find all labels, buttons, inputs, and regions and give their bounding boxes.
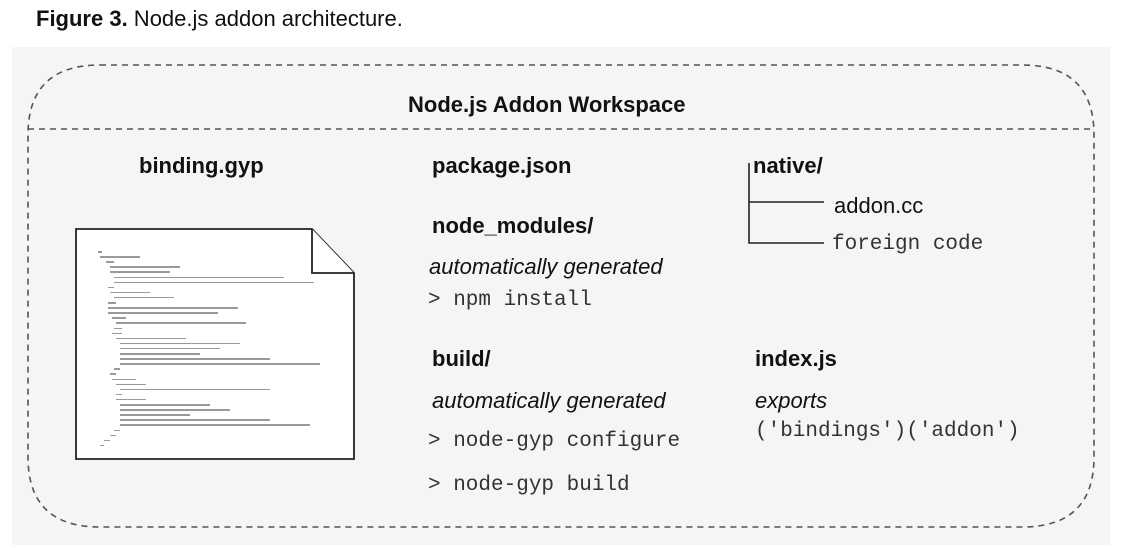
file-content-line (120, 353, 200, 355)
file-content-line (116, 398, 146, 401)
file-content-line (114, 276, 284, 278)
file-content-line (116, 393, 122, 396)
file-content-line (114, 368, 120, 370)
file-content-line (98, 251, 102, 253)
file-content-line (108, 307, 238, 309)
file-content-line (108, 312, 218, 314)
file-content-line (120, 424, 310, 426)
npm-install-command: > npm install (428, 289, 592, 312)
file-content-line (120, 404, 210, 406)
file-content-line (110, 291, 150, 294)
file-content-line (100, 256, 140, 258)
file-content-line (116, 337, 186, 340)
addon-cc-label: addon.cc (834, 193, 924, 218)
file-content-line (106, 261, 114, 263)
file-content-line (110, 434, 116, 437)
file-content-line (110, 271, 170, 273)
native-title: native/ (753, 153, 823, 178)
file-content-line (114, 429, 120, 431)
file-content-line (120, 363, 320, 365)
figure-label: Figure 3. (36, 6, 128, 31)
file-content-line (100, 444, 104, 447)
file-content-line (112, 378, 136, 380)
file-content-line (112, 317, 126, 319)
foreign-code-label: foreign code (832, 233, 984, 256)
file-content-line (110, 373, 116, 375)
file-content-line (120, 414, 190, 416)
package-json-title: package.json (432, 153, 572, 178)
node-gyp-build-command: > node-gyp build (428, 474, 630, 497)
diagram-panel: Node.js Addon Workspace binding.gyp pack… (12, 47, 1110, 545)
file-content-line (120, 409, 230, 411)
figure-title: Node.js addon architecture. (127, 6, 403, 31)
native-tree-connector (748, 163, 824, 244)
build-title: build/ (432, 346, 491, 371)
file-content-line (108, 302, 116, 304)
node-modules-title: node_modules/ (432, 213, 594, 238)
binding-gyp-title: binding.gyp (139, 153, 264, 178)
bindings-addon-code: ('bindings')('addon') (755, 420, 1020, 443)
node-modules-note: automatically generated (429, 254, 663, 279)
file-content-line (120, 388, 270, 391)
index-js-title: index.js (755, 346, 837, 371)
file-content-line (120, 358, 270, 360)
workspace-frame (27, 64, 1095, 528)
file-content-line (110, 266, 180, 268)
file-content-line (120, 419, 270, 421)
build-note: automatically generated (432, 388, 666, 413)
figure-caption: Figure 3. Node.js addon architecture. (36, 4, 403, 34)
file-content-line (108, 286, 114, 289)
index-js-note: exports (755, 388, 828, 413)
file-content-line (120, 347, 220, 350)
node-gyp-configure-command: > node-gyp configure (428, 430, 681, 453)
workspace-title: Node.js Addon Workspace (408, 92, 686, 117)
file-content-line (114, 281, 314, 284)
file-content-line (114, 327, 122, 329)
file-content-line (104, 439, 110, 442)
workspace-border (27, 64, 1095, 528)
file-content-line (120, 342, 240, 345)
file-content-line (112, 332, 122, 335)
file-content-line (116, 383, 146, 386)
file-content-line (114, 296, 174, 299)
file-content-line (116, 322, 246, 324)
